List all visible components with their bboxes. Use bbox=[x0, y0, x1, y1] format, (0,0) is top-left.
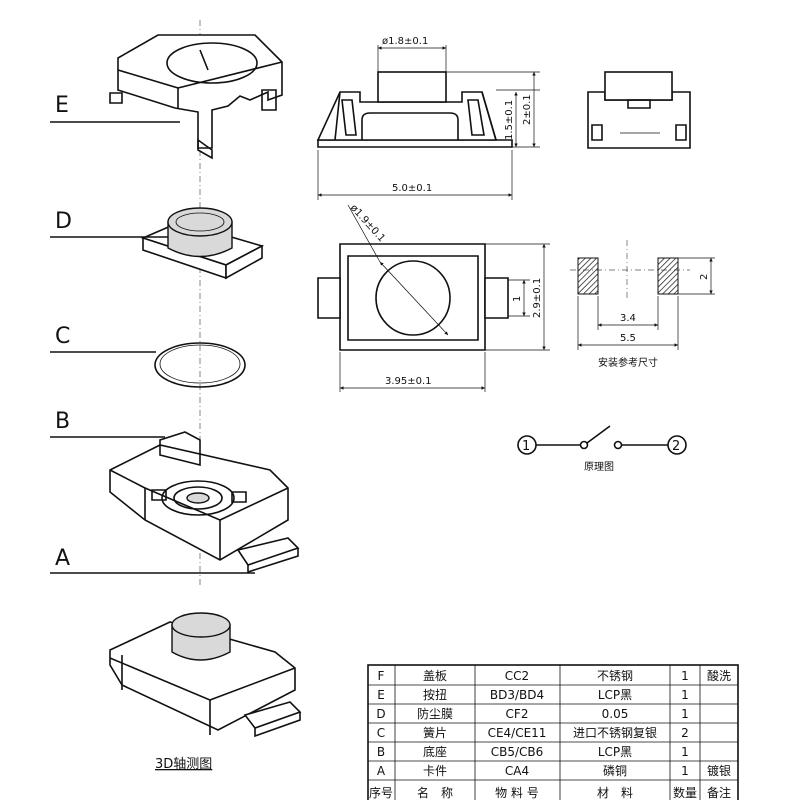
bom-header-name: 名 称 bbox=[417, 785, 453, 800]
label-b: B bbox=[55, 409, 70, 434]
label-e: E bbox=[55, 93, 69, 118]
bom-cell-name: 簧片 bbox=[423, 725, 447, 740]
dim-pad-height: 2 bbox=[699, 274, 710, 280]
bom-cell-no: B bbox=[377, 745, 385, 759]
bom-cell-material: LCP黑 bbox=[598, 745, 632, 759]
exploded-view: E D C B A bbox=[50, 20, 300, 585]
mounting-pads: 2 3.4 5.5 安装参考尺寸 bbox=[570, 240, 715, 369]
top-view: ø1.9±0.1 2.9±0.1 1 3.95±0.1 bbox=[317, 203, 550, 392]
dim-length: 5.0±0.1 bbox=[392, 183, 432, 194]
bom-header-material: 材 料 bbox=[597, 786, 633, 800]
dim-button-dia-top: ø1.9±0.1 bbox=[348, 203, 387, 245]
label-d: D bbox=[55, 209, 72, 234]
bom-cell-qty: 1 bbox=[681, 707, 689, 721]
bom-header-note: 备注 bbox=[707, 785, 731, 800]
bom-cell-code: CA4 bbox=[505, 764, 529, 778]
bom-cell-code: BD3/BD4 bbox=[490, 688, 544, 702]
bom-cell-name: 按扭 bbox=[423, 688, 447, 702]
schematic-pin1: 1 bbox=[522, 439, 530, 454]
bom-cell-no: E bbox=[377, 688, 385, 702]
label-c: C bbox=[55, 324, 70, 349]
bom-cell-no: A bbox=[377, 764, 386, 778]
front-view: ø1.8±0.1 1.5±0.1 2±0.1 5.0±0.1 bbox=[316, 36, 540, 200]
bom-cell-no: D bbox=[376, 707, 385, 721]
bom-cell-name: 底座 bbox=[423, 744, 447, 759]
bom-cell-qty: 1 bbox=[681, 745, 689, 759]
schematic: 1 2 原理图 bbox=[517, 425, 687, 473]
dim-terminal: 1 bbox=[512, 296, 523, 302]
bom-cell-qty: 2 bbox=[681, 726, 689, 740]
bom-cell-code: CF2 bbox=[506, 707, 529, 721]
pad-left bbox=[577, 257, 599, 295]
schematic-pin2: 2 bbox=[672, 439, 680, 454]
bom-cell-material: 磷铜 bbox=[603, 763, 627, 778]
bom-cell-name: 防尘膜 bbox=[417, 706, 453, 721]
part-c-film bbox=[154, 342, 246, 388]
bom-cell-note: 酸洗 bbox=[707, 668, 731, 683]
bom-cell-material: 不锈钢 bbox=[597, 669, 633, 683]
part-e-cover bbox=[109, 34, 283, 160]
bom-cell-material: 0.05 bbox=[602, 707, 629, 721]
part-a-terminal bbox=[236, 537, 300, 574]
bom-cell-material: LCP黑 bbox=[598, 688, 632, 702]
bom-cell-name: 盖板 bbox=[423, 669, 447, 683]
dim-body-length: 3.95±0.1 bbox=[385, 376, 432, 387]
dim-button-dia: ø1.8±0.1 bbox=[382, 36, 428, 47]
isometric-caption: 3D轴测图 bbox=[155, 757, 212, 772]
dim-width: 2.9±0.1 bbox=[532, 278, 543, 318]
bom-cell-no: F bbox=[378, 669, 385, 683]
bom-cell-code: CC2 bbox=[505, 669, 529, 683]
dim-height-total: 2±0.1 bbox=[522, 94, 533, 125]
bom-cell-qty: 1 bbox=[681, 688, 689, 702]
bom-cell-material: 进口不锈钢复银 bbox=[573, 726, 657, 740]
mounting-caption: 安装参考尺寸 bbox=[598, 356, 658, 369]
bom-header-code: 物 料 号 bbox=[495, 786, 539, 800]
dim-pad-span: 5.5 bbox=[620, 333, 636, 344]
bom-cell-code: CE4/CE11 bbox=[488, 726, 547, 740]
bom-header-no: 序号 bbox=[369, 785, 393, 800]
bom-header-qty: 数量 bbox=[673, 785, 697, 800]
schematic-caption: 原理图 bbox=[584, 461, 614, 473]
side-view bbox=[587, 71, 691, 149]
bom-cell-qty: 1 bbox=[681, 764, 689, 778]
pad-right bbox=[657, 257, 679, 295]
label-a: A bbox=[55, 546, 70, 571]
bom-cell-qty: 1 bbox=[681, 669, 689, 683]
part-b-base bbox=[109, 431, 289, 561]
dim-height-body: 1.5±0.1 bbox=[504, 100, 515, 140]
bom-cell-name: 卡件 bbox=[423, 764, 447, 778]
bom-cell-note: 镀银 bbox=[707, 764, 731, 778]
dim-pad-gap: 3.4 bbox=[620, 313, 636, 324]
bom-cell-no: C bbox=[377, 726, 385, 740]
bom-cell-code: CB5/CB6 bbox=[491, 745, 544, 759]
part-d-button bbox=[140, 207, 265, 280]
isometric-view: 3D轴测图 bbox=[109, 612, 302, 772]
